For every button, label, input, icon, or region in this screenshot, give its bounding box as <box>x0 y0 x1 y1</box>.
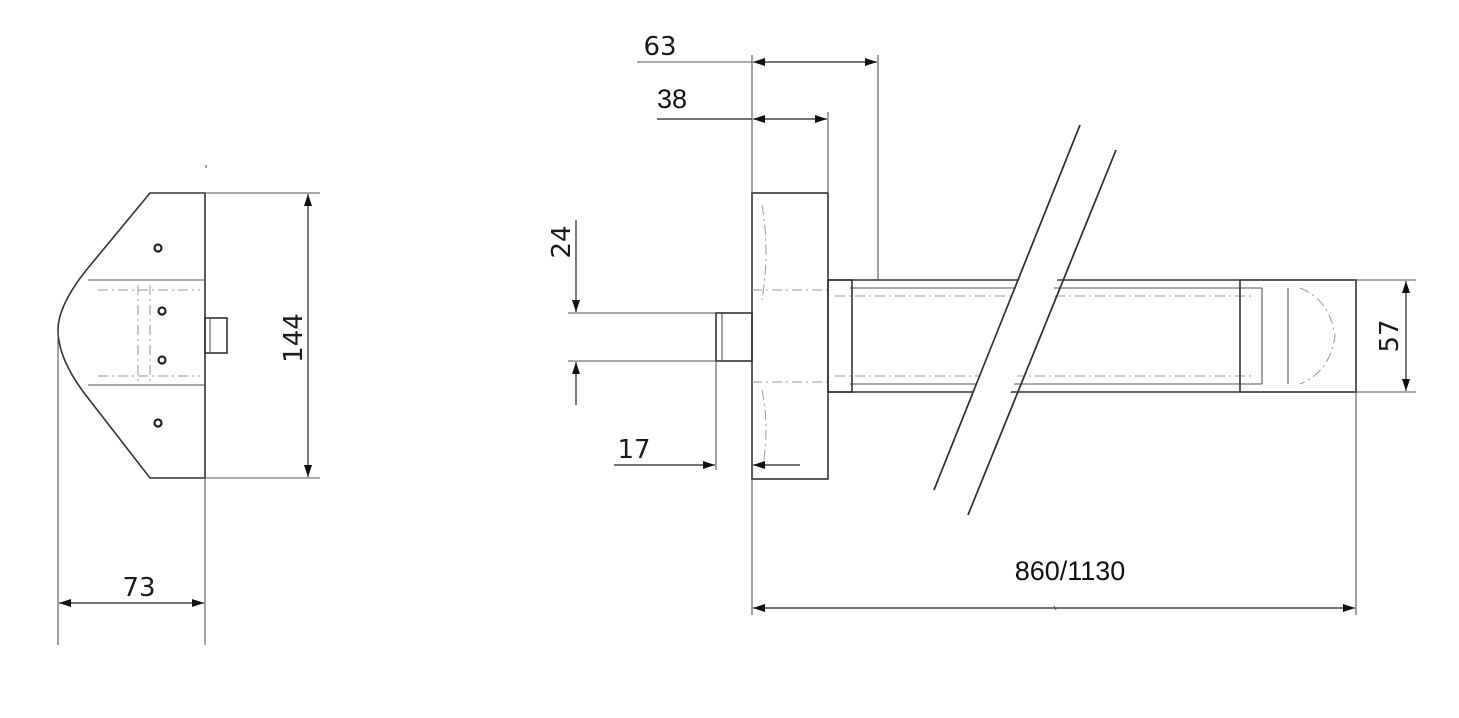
mounting-hole <box>157 306 167 316</box>
mounting-hole <box>157 355 167 365</box>
front-view: 63 38 24 17 57 860/1130 <box>547 32 1416 615</box>
push-bar-end-cap <box>1239 279 1357 393</box>
side-view: 144 73 <box>57 165 320 645</box>
dim-label-overall-depth: 63 <box>643 32 676 62</box>
front-view-housing <box>751 192 829 480</box>
dim-label-spindle-offset: 17 <box>617 435 650 465</box>
side-view-housing-outline <box>57 192 206 479</box>
dim-label-height: 144 <box>279 313 309 363</box>
dim-label-depth: 73 <box>122 573 155 603</box>
dim-label-housing-depth: 38 <box>657 84 687 114</box>
side-view-inner-lines <box>88 279 205 386</box>
dim-label-spindle-height: 24 <box>547 225 577 258</box>
mounting-hole <box>153 243 163 253</box>
front-view-spindle <box>715 312 753 362</box>
dim-label-bar-length: 860/1130 <box>1015 556 1126 586</box>
mounting-hole <box>153 418 163 428</box>
dim-label-bar-height: 57 <box>1375 319 1405 352</box>
side-view-hidden-lines <box>98 285 200 382</box>
side-view-spindle <box>204 317 228 354</box>
